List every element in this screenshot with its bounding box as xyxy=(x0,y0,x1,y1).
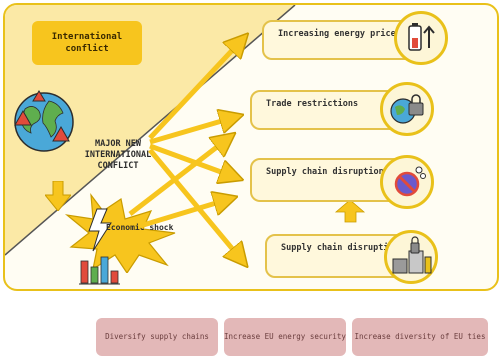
response-label: Diversify supply chains xyxy=(105,332,209,341)
warning-triangle-icon xyxy=(52,125,70,142)
down-arrow-icon xyxy=(45,181,71,211)
energy-price-icon xyxy=(394,11,448,65)
outcome-label: Increasing energy prices xyxy=(278,29,401,39)
response-diversify-supply: Diversify supply chains xyxy=(96,318,218,356)
international-conflict-label: International conflict xyxy=(51,32,123,54)
factory-supply-icon xyxy=(384,230,438,284)
outcome-label: Trade restrictions xyxy=(266,99,359,109)
trade-restriction-icon xyxy=(380,82,434,136)
outcome-label: Supply chain disruption xyxy=(266,167,384,177)
globe-icon xyxy=(14,90,74,152)
bar-chart-icon xyxy=(79,256,120,285)
supply-chain-icon xyxy=(380,155,434,209)
response-energy-security: Increase EU energy security xyxy=(224,318,346,356)
international-conflict-tag: International conflict xyxy=(32,21,142,65)
warning-triangle-icon xyxy=(14,109,32,126)
response-eu-ties: Increase diversity of EU ties xyxy=(352,318,488,356)
warning-triangle-icon xyxy=(32,90,46,102)
major-conflict-label: MAJOR NEW INTERNATIONAL CONFLICT xyxy=(84,139,152,171)
economic-shock-label: Economic shock xyxy=(106,223,174,232)
response-label: Increase EU energy security xyxy=(224,332,346,341)
response-label: Increase diversity of EU ties xyxy=(354,332,486,341)
lightning-icon xyxy=(88,208,112,252)
outcome-label: Supply chain disruption xyxy=(281,243,399,253)
